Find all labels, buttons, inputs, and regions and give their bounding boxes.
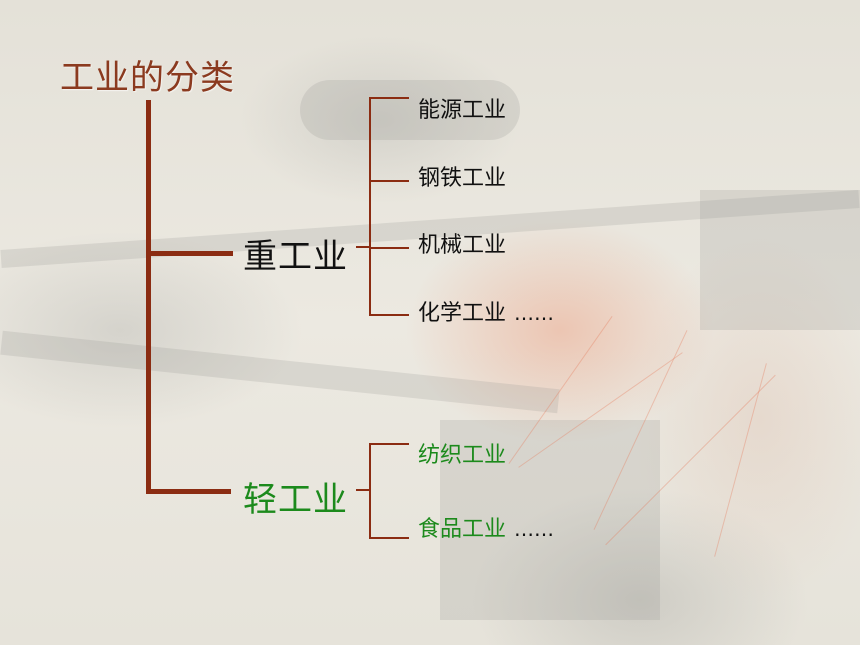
light-tick bbox=[369, 443, 409, 445]
heavy-tick bbox=[369, 180, 409, 182]
heavy-branch-line bbox=[151, 251, 233, 256]
heavy-tick bbox=[369, 97, 409, 99]
light-ellipsis: …… bbox=[514, 517, 555, 541]
light-connector bbox=[356, 489, 370, 491]
light-item-food: 食品工业 …… bbox=[418, 511, 554, 543]
light-industry-label: 轻工业 bbox=[243, 480, 348, 520]
heavy-industry-label: 重工业 bbox=[243, 237, 348, 277]
background-beam bbox=[700, 190, 860, 330]
page-title: 工业的分类 bbox=[60, 58, 235, 98]
trunk-line bbox=[146, 100, 151, 494]
heavy-item-steel: 钢铁工业 bbox=[418, 166, 507, 191]
heavy-item-energy: 能源工业 bbox=[418, 98, 507, 123]
heavy-tick bbox=[369, 247, 409, 249]
light-tick bbox=[369, 537, 409, 539]
heavy-tick bbox=[369, 314, 409, 316]
heavy-ellipsis: …… bbox=[514, 301, 555, 325]
light-bracket bbox=[369, 443, 371, 539]
light-branch-line bbox=[151, 489, 231, 494]
light-item-food-label: 食品工业 bbox=[418, 517, 507, 542]
heavy-item-chemical: 化学工业 …… bbox=[418, 295, 554, 327]
background-beam bbox=[440, 420, 660, 620]
heavy-connector bbox=[356, 246, 370, 248]
light-item-textile: 纺织工业 bbox=[418, 443, 507, 468]
background-beam bbox=[300, 80, 520, 140]
heavy-item-machinery: 机械工业 bbox=[418, 233, 507, 258]
heavy-bracket bbox=[369, 97, 371, 316]
heavy-item-chemical-label: 化学工业 bbox=[418, 301, 507, 326]
